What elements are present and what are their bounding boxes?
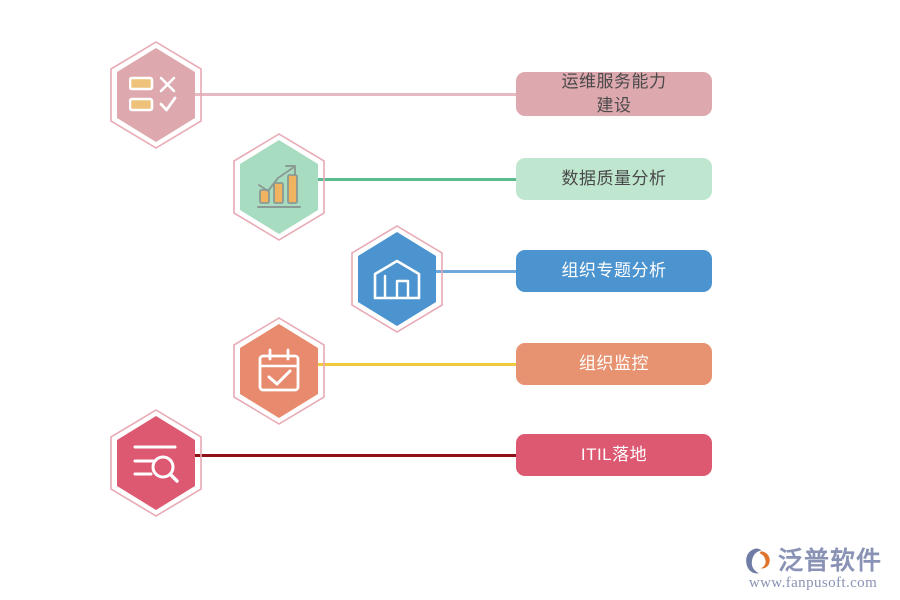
label-pill-org-monitoring[interactable]: 组织监控	[516, 343, 712, 385]
label-pill-data-quality-analysis[interactable]: 数据质量分析	[516, 158, 712, 200]
hexagon-outline	[233, 133, 325, 241]
watermark: 泛普软件 www.fanpusoft.com	[738, 546, 888, 592]
checklist-icon	[109, 41, 203, 149]
label-pill-org-topic-analysis[interactable]: 组织专题分析	[516, 250, 712, 292]
watermark-brand-text: 泛普软件	[777, 547, 882, 575]
hexagon-fill	[358, 232, 436, 326]
label-text: ITIL落地	[580, 445, 648, 464]
label-pill-itil-landing[interactable]: ITIL落地	[516, 434, 712, 476]
hexagon-outline	[110, 41, 202, 149]
fanpu-logo-icon	[746, 548, 770, 574]
watermark-brand-row: 泛普软件	[738, 546, 888, 576]
hexagon-outline	[351, 225, 443, 333]
hexagon-outline	[110, 409, 202, 517]
building-icon	[350, 225, 444, 333]
label-text: 运维服务能力 建设	[561, 72, 667, 115]
connector-line-4	[313, 363, 530, 366]
watermark-url-text: www.fanpusoft.com	[748, 575, 878, 591]
label-pill-ops-service-capability[interactable]: 运维服务能力 建设	[516, 72, 712, 116]
hex-node-data-quality-analysis[interactable]	[232, 133, 326, 241]
connector-line-1	[190, 93, 530, 96]
label-text: 组织监控	[579, 354, 649, 373]
label-text: 数据质量分析	[561, 169, 667, 188]
hexagon-outline	[233, 317, 325, 425]
hexagon-fill	[117, 48, 195, 142]
hex-node-org-topic-analysis[interactable]	[350, 225, 444, 333]
hexagon-fill	[117, 416, 195, 510]
hexagon-fill	[240, 324, 318, 418]
connector-line-5	[190, 454, 530, 457]
connector-line-3	[432, 270, 530, 273]
hex-node-itil-landing[interactable]	[109, 409, 203, 517]
connector-line-2	[313, 178, 530, 181]
calendar-check-icon	[232, 317, 326, 425]
hex-node-org-monitoring[interactable]	[232, 317, 326, 425]
bar-chart-trend-icon	[232, 133, 326, 241]
document-search-icon	[109, 409, 203, 517]
hex-node-ops-service-capability[interactable]	[109, 41, 203, 149]
label-text: 组织专题分析	[561, 261, 667, 280]
